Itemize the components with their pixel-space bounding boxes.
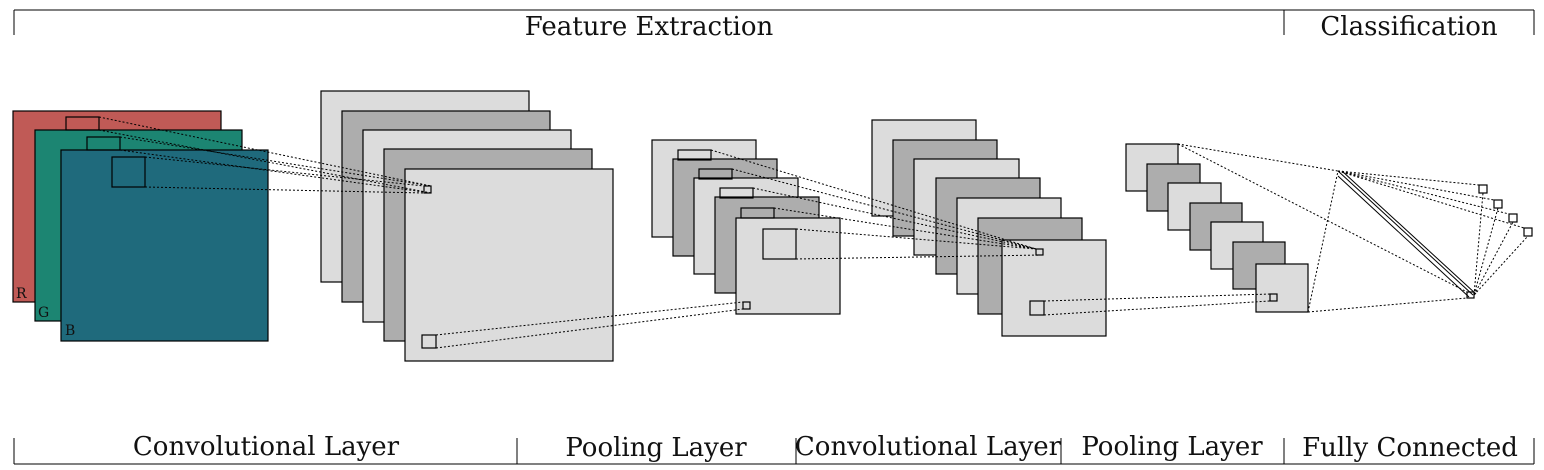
kernel-window-g [86, 136, 121, 151]
pool-window [1029, 300, 1045, 316]
input-image: R G B [12, 110, 269, 342]
classification-title: Classification [1320, 12, 1498, 42]
stage-label-conv-1: Convolutional Layer [133, 432, 400, 462]
kernel-window-r [65, 116, 100, 131]
stage-label-conv-2: Convolutional Layer [795, 432, 1062, 462]
header-bracket [13, 9, 1535, 35]
pooled-map [1255, 263, 1309, 313]
pooled-map [735, 217, 841, 315]
pooling-layer-2-maps [1125, 143, 1309, 313]
connection-lines [98, 116, 1529, 349]
kernel-window [698, 168, 733, 180]
kernel-window [740, 207, 775, 219]
output-node [1493, 199, 1503, 209]
output-node [1478, 184, 1488, 194]
feature-extraction-title: Feature Extraction [525, 12, 774, 42]
kernel-window-b [111, 156, 146, 188]
flatten-bar [1341, 170, 1477, 295]
output-node [1523, 227, 1533, 237]
pool-window [421, 334, 437, 349]
output-cell [423, 185, 432, 194]
pooled-cell [1269, 293, 1278, 302]
stage-label-pool-1: Pooling Layer [565, 433, 747, 463]
feature-map [404, 168, 614, 362]
output-cell [1035, 248, 1044, 256]
channel-label-g: G [38, 305, 49, 321]
conv-layer-1-feature-maps [320, 90, 614, 362]
kernel-window [762, 228, 797, 260]
flatten-bar [1337, 170, 1474, 296]
stage-label-fully-connected: Fully Connected [1302, 433, 1518, 463]
pooling-layer-1-maps [651, 139, 841, 315]
output-nodes [1478, 184, 1533, 237]
pooled-cell [742, 301, 751, 310]
fully-connected-layer [1337, 170, 1533, 299]
channel-b [60, 149, 269, 342]
kernel-window [719, 187, 754, 199]
footer-bracket [13, 438, 1535, 465]
kernel-window [677, 149, 712, 161]
stage-label-pool-2: Pooling Layer [1081, 432, 1263, 462]
conv-layer-2-feature-maps [871, 119, 1107, 337]
flatten-bar [1337, 175, 1470, 298]
feature-map [1001, 239, 1107, 337]
output-node [1508, 213, 1518, 223]
channel-label-b: B [65, 323, 75, 339]
channel-label-r: R [16, 286, 27, 302]
